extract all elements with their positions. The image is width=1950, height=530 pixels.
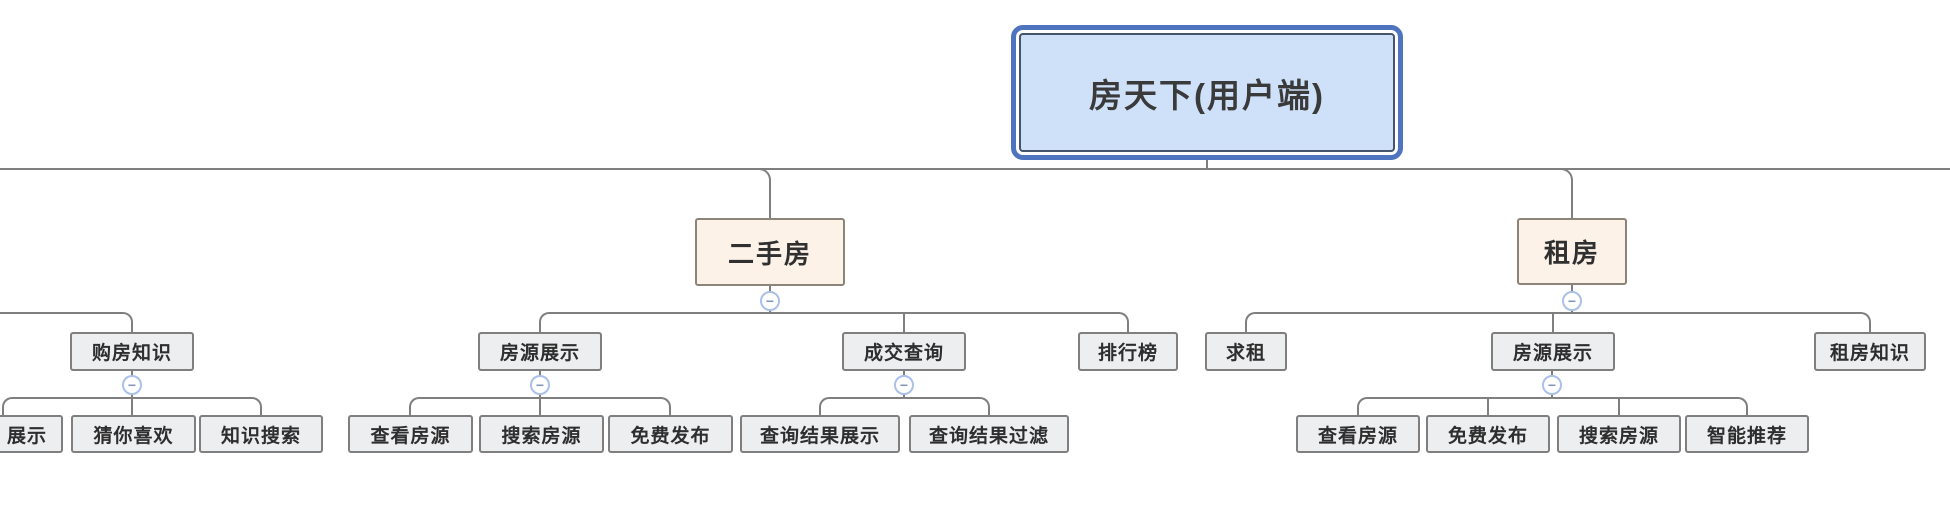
node-root-label: 房天下(用户端) [1019,33,1395,152]
node-sh-publish[interactable]: 免费发布 [608,415,733,453]
connector-drop-rent [1556,168,1573,219]
node-rent-view[interactable]: 查看房源 [1296,415,1420,453]
connector-root-stub [1206,152,1208,170]
connector-rail-rent [1245,312,1871,332]
collapse-icon[interactable]: − [530,375,550,395]
collapse-icon[interactable]: − [894,375,914,395]
node-sh-listing[interactable]: 房源展示 [478,332,602,371]
connector-rail-rentlisting [1357,397,1748,415]
node-secondhand[interactable]: 二手房 [695,218,845,286]
node-rent-knowledge[interactable]: 租房知识 [1814,332,1926,371]
connector-stub-rentpublish [1487,398,1489,415]
node-knowledge-search[interactable]: 知识搜索 [199,415,323,453]
connector-root-rail [0,168,1950,170]
collapse-icon[interactable]: − [122,375,142,395]
node-rent-listing[interactable]: 房源展示 [1491,332,1615,371]
connector-rail-secondhand [539,312,1129,332]
node-ranking[interactable]: 排行榜 [1078,332,1178,371]
node-result-display[interactable]: 查询结果展示 [740,415,900,453]
node-sh-view[interactable]: 查看房源 [348,415,473,453]
node-sh-search[interactable]: 搜索房源 [479,415,604,453]
node-buy-knowledge[interactable]: 购房知识 [70,332,194,371]
collapse-icon[interactable]: − [760,291,780,311]
node-zhanshi-partial[interactable]: 展示 [0,415,63,453]
collapse-icon[interactable]: − [1562,291,1582,311]
connector-rail-dealquery [819,397,990,415]
connector-stub-dealquery [903,312,905,332]
connector-stub-rentsearch [1618,398,1620,415]
node-rent-search[interactable]: 搜索房源 [1557,415,1681,453]
collapse-icon[interactable]: − [1542,375,1562,395]
connector-stub-rentlisting [1552,312,1554,332]
connector-rail-left-branch [0,312,133,332]
connector-drop-secondhand [754,168,771,218]
node-guess-like[interactable]: 猜你喜欢 [71,415,196,453]
node-smart-rec[interactable]: 智能推荐 [1685,415,1809,453]
node-rent-publish[interactable]: 免费发布 [1426,415,1550,453]
node-rent[interactable]: 租房 [1517,218,1627,285]
node-result-filter[interactable]: 查询结果过滤 [909,415,1069,453]
node-root[interactable]: 房天下(用户端) [1011,25,1403,160]
node-seek-rent[interactable]: 求租 [1205,332,1287,371]
node-deal-query[interactable]: 成交查询 [842,332,966,371]
